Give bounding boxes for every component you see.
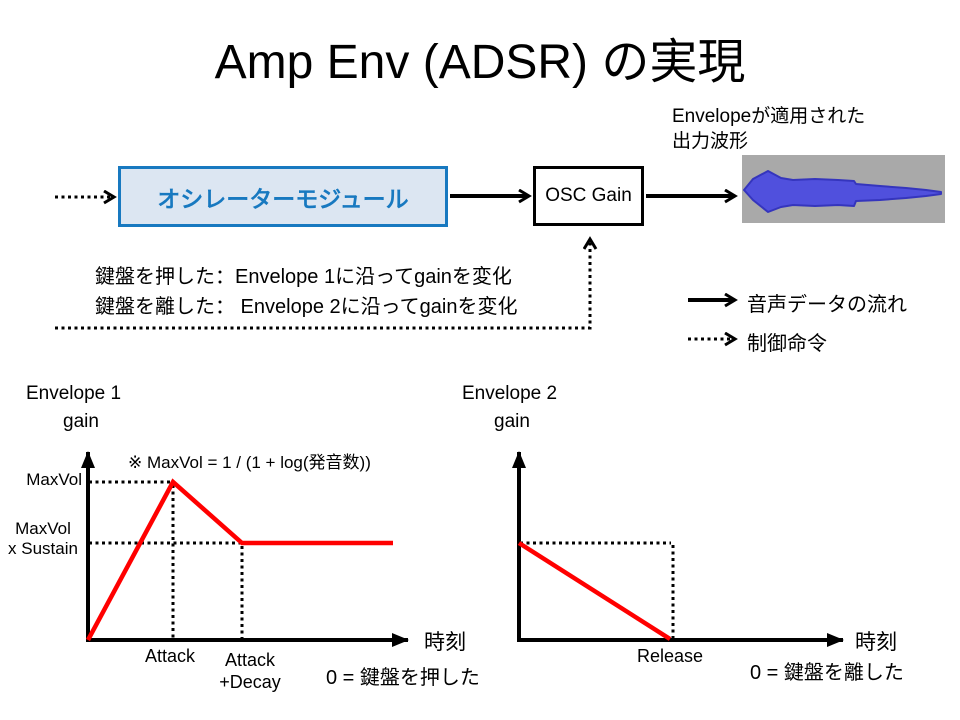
env2-title: Envelope 2 — [462, 383, 558, 404]
legend-control-label: 制御命令 — [747, 333, 827, 355]
env1-ylabel: gain — [63, 411, 99, 432]
env2-xlabel: 時刻 — [855, 631, 897, 654]
env1-attack-decay-line2: +Decay — [219, 671, 281, 692]
env2-release-label: Release — [637, 646, 704, 666]
key-released-line: 鍵盤を離した： Envelope 2に沿ってgainを変化 — [95, 296, 518, 318]
osc-gain-label: OSC Gain — [545, 185, 632, 206]
env1-sustain-label: MaxVol x Sustain — [0, 519, 86, 560]
key-pressed-line: 鍵盤を押した：Envelope 1に沿ってgainを変化 — [95, 266, 512, 288]
legend-audio-label: 音声データの流れ — [747, 294, 907, 316]
output-caption-line2: 出力波形 — [672, 130, 749, 152]
env1-sustain-label-line1: MaxVol — [15, 519, 71, 538]
output-caption-line1: Envelopeが適用された — [672, 106, 866, 127]
env1-attack-decay-label: Attack +Decay — [208, 650, 292, 693]
envelope-behavior-note: 鍵盤を押した：Envelope 1に沿ってgainを変化 鍵盤を離した： Env… — [95, 262, 517, 322]
control-path-to-gain-icon — [55, 240, 590, 330]
env1-maxvol-formula: ※ MaxVol = 1 / (1 + log(発音数)) — [128, 453, 371, 472]
env1-zero-label: 0 = 鍵盤を押した — [326, 667, 480, 689]
env2-zero-label: 0 = 鍵盤を離した — [750, 662, 904, 684]
output-waveform-image — [742, 155, 945, 223]
env2-curve — [517, 541, 672, 641]
oscillator-module-label: オシレーターモジュール — [157, 185, 409, 212]
env1-sustain-label-line2: x Sustain — [8, 539, 78, 559]
env1-maxvol-label: MaxVol — [26, 470, 82, 489]
oscillator-module-box: オシレーターモジュール — [118, 166, 448, 227]
env1-attack-decay-line1: Attack — [224, 650, 276, 670]
env1-title: Envelope 1 — [26, 383, 122, 404]
env1-attack-label: Attack — [145, 646, 196, 666]
osc-gain-box: OSC Gain — [533, 166, 644, 226]
env1-xlabel: 時刻 — [424, 631, 466, 654]
env2-ylabel: gain — [494, 411, 530, 432]
page-title: Amp Env (ADSR) の実現 — [214, 36, 746, 89]
env1-curve — [86, 478, 393, 642]
output-waveform-caption: Envelopeが適用された 出力波形 — [672, 105, 865, 154]
